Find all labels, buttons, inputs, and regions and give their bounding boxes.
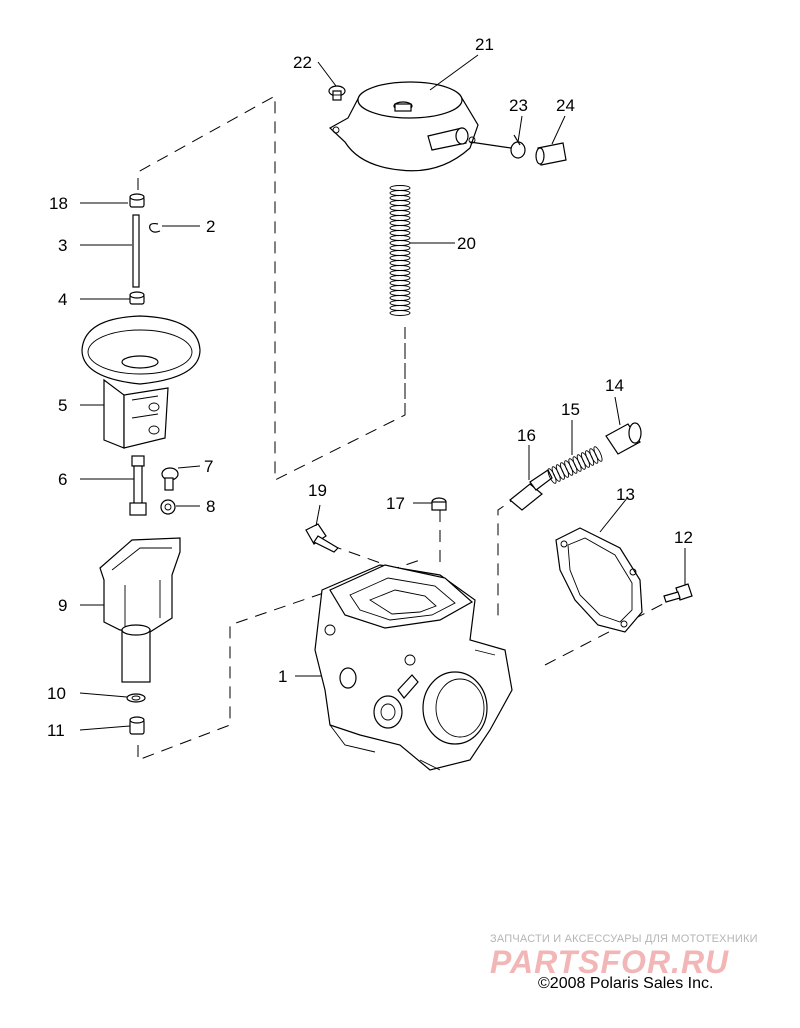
callout-13: 13 (616, 485, 635, 504)
callout-11: 11 (47, 721, 65, 740)
callout-4: 4 (58, 290, 67, 309)
watermark-logo: PARTSFOR.RU (490, 944, 730, 980)
part-15-spring (547, 446, 603, 484)
part-24-cap (535, 142, 567, 166)
callout-24: 24 (556, 96, 575, 115)
leader-lines (79, 54, 686, 731)
part-14-fitting (605, 422, 642, 455)
callout-5: 5 (58, 396, 67, 415)
part-23-clamp (469, 134, 526, 159)
part-12-screw (663, 583, 693, 603)
copyright-notice: ©2008 Polaris Sales Inc. (538, 975, 714, 992)
callout-20: 20 (457, 234, 476, 253)
watermark-tagline: ЗАПЧАСТИ И АКСЕССУАРЫ ДЛЯ МОТОТЕХНИКИ (490, 933, 758, 945)
part-13-cover (555, 527, 643, 633)
callout-19: 19 (308, 481, 327, 500)
part-2-clip (149, 222, 161, 233)
callout-2: 2 (206, 217, 215, 236)
part-7-screw (161, 467, 179, 491)
callout-15: 15 (561, 400, 580, 419)
callout-9: 9 (58, 596, 67, 615)
callout-17: 17 (386, 494, 405, 513)
part-1-carburetor-body (314, 564, 513, 771)
part-19-screw (305, 523, 339, 553)
callout-labels: 22 21 23 24 20 18 2 3 4 5 6 7 8 9 10 11 … (47, 35, 693, 740)
callout-1: 1 (278, 667, 287, 686)
part-11-main-jet (129, 716, 145, 735)
part-17-plug (431, 497, 447, 511)
part-8-lock-washer (160, 499, 176, 515)
callout-3: 3 (58, 236, 67, 255)
callout-18: 18 (49, 194, 68, 213)
callout-21: 21 (475, 35, 494, 54)
part-10-washer (126, 693, 146, 703)
part-22-screw (328, 85, 346, 101)
part-4-spacer (129, 291, 145, 305)
part-16-valve (509, 469, 553, 511)
callout-23: 23 (509, 96, 528, 115)
part-20-spring (389, 185, 411, 316)
callout-12: 12 (674, 528, 693, 547)
callout-8: 8 (206, 497, 215, 516)
callout-16: 16 (517, 426, 536, 445)
part-18-nut (129, 193, 145, 208)
part-5-diaphragm-slide (81, 315, 201, 449)
part-9-bracket (99, 537, 181, 683)
callout-22: 22 (293, 53, 312, 72)
callout-10: 10 (47, 684, 66, 703)
part-3-jet-needle (132, 214, 140, 288)
part-6-needle-jet (129, 455, 147, 516)
callout-7: 7 (204, 457, 213, 476)
callout-14: 14 (605, 376, 624, 395)
callout-6: 6 (58, 470, 67, 489)
part-21-top-cover (328, 81, 479, 172)
